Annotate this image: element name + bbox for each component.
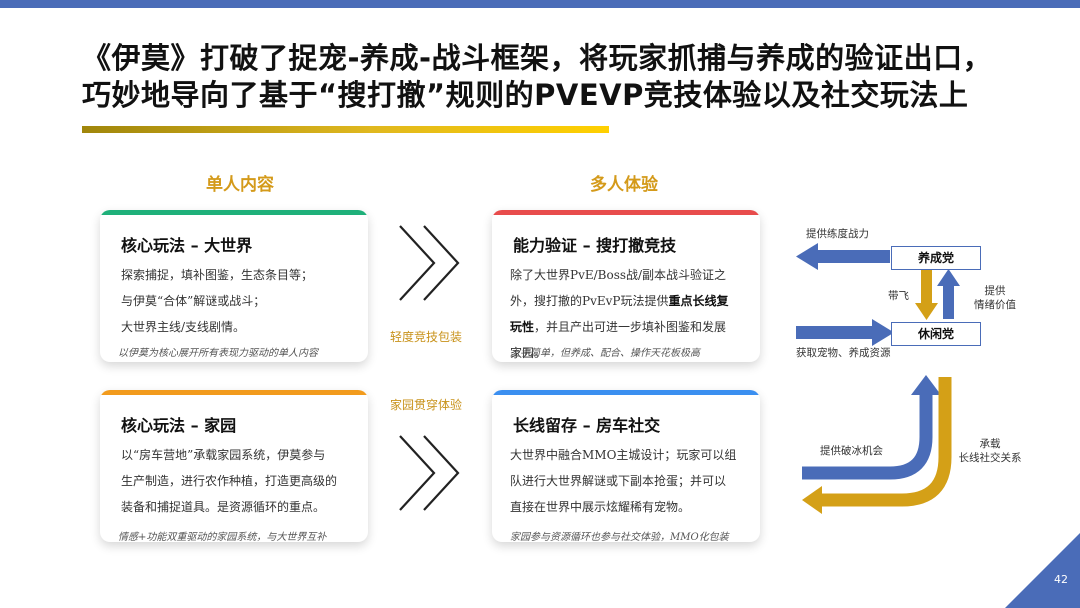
arrow-provide-power — [796, 243, 890, 270]
card-title: 能力验证 – 搜打撤竞技 — [513, 236, 677, 255]
label-emotion-line: 提供 — [984, 285, 1006, 297]
title-line-2: 巧妙地导向了基于“搜打撤”规则的PVEVP竞技体验以及社交玩法上 — [82, 78, 969, 112]
column-header-multi: 多人体验 — [590, 175, 658, 195]
card-text: 外，搜打撤的PvEvP玩法提供 — [510, 294, 669, 308]
label-emotion-line: 情绪价值 — [974, 299, 1016, 311]
card-line: 大世界中融合MMO主城设计；玩家可以组 — [510, 448, 737, 462]
label-icebreak: 提供破冰机会 — [820, 445, 883, 457]
card-core-home: 核心玩法 – 家园 以“房车营地”承载家园系统，伊莫参与 生产制造，进行农作种植… — [100, 390, 368, 542]
card-line: 与伊莫“合体”解谜或战斗； — [121, 294, 266, 308]
column-header-single: 单人内容 — [206, 175, 274, 195]
top-bar — [0, 0, 1080, 8]
card-note: 情感+功能双重驱动的家园系统，与大世界互补 — [118, 532, 327, 542]
mid-label-home-experience: 家园贯穿体验 — [390, 398, 463, 412]
card-line: 装备和捕捉道具。是资源循环的重点。 — [121, 500, 326, 514]
arrow-icebreak — [802, 375, 941, 480]
card-note: 以伊莫为核心展开所有表现力驱动的单人内容 — [118, 348, 318, 359]
card-line: 大世界主线/支线剧情。 — [121, 320, 246, 334]
card-stripe-orange — [100, 390, 368, 395]
card-stripe-blue — [492, 390, 760, 395]
title-underline — [82, 126, 609, 133]
card-body: 探索捕捉，填补图鉴，生态条目等； 与伊莫“合体”解谜或战斗； 大世界主线/支线剧… — [121, 262, 354, 340]
double-chevron-right-icon — [399, 225, 460, 301]
card-body: 大世界中融合MMO主城设计；玩家可以组 队进行大世界解谜或下副本抢蛋；并可以 直… — [510, 442, 746, 520]
card-line: 生产制造，进行农作种植，打造更高级的 — [121, 474, 338, 488]
double-chevron-right-icon — [399, 435, 460, 511]
card-highlight: 玩性 — [510, 320, 535, 334]
card-note: 家园参与资源循环也参与社交体验，MMO化包装 — [510, 532, 729, 542]
arrow-social — [802, 377, 952, 514]
card-title: 长线留存 – 房车社交 — [513, 416, 661, 435]
page-number: 42 — [1054, 573, 1068, 586]
card-ability: 能力验证 – 搜打撤竞技 除了大世界PvE/Boss战/副本战斗验证之 外，搜打… — [492, 210, 760, 362]
label-social-line: 承载 — [979, 438, 1001, 450]
box-casual-players: 休闲党 — [891, 322, 981, 346]
corner-decoration — [1005, 533, 1080, 608]
player-flow-diagram — [796, 243, 960, 514]
label-emotion: 提供 情绪价值 — [968, 284, 1022, 312]
card-stripe-green — [100, 210, 368, 215]
card-line: 探索捕捉，填补图鉴，生态条目等； — [121, 268, 314, 282]
card-title: 核心玩法 – 家园 — [121, 416, 237, 435]
label-social: 承载 长线社交关系 — [955, 437, 1025, 465]
arrow-emotion — [937, 269, 960, 319]
card-text: ，并且产出可进一步填补图鉴和发展 — [534, 320, 727, 334]
card-note: 上手简单，但养成、配合、操作天花板极高 — [510, 348, 700, 359]
arrow-obtain — [796, 319, 894, 346]
page-title: 《伊莫》打破了捉宠-养成-战斗框架，将玩家抓捕与养成的验证出口， 巧妙地导向了基… — [82, 40, 1072, 114]
card-highlight: 重点长线复 — [668, 294, 729, 308]
card-line: 队进行大世界解谜或下副本抢蛋；并可以 — [510, 474, 727, 488]
card-body: 以“房车营地”承载家园系统，伊莫参与 生产制造，进行农作种植，打造更高级的 装备… — [121, 442, 354, 520]
label-provide-power: 提供练度战力 — [806, 228, 869, 240]
box-nurture-players: 养成党 — [891, 246, 981, 270]
card-line: 家园。 — [510, 346, 547, 360]
mid-label-light-competition: 轻度竞技包装 — [390, 330, 463, 344]
label-obtain: 获取宠物、养成资源 — [796, 347, 891, 359]
label-social-line: 长线社交关系 — [958, 452, 1022, 464]
arrow-carry — [915, 270, 938, 320]
card-title: 核心玩法 – 大世界 — [121, 236, 253, 255]
title-line-1: 《伊莫》打破了捉宠-养成-战斗框架，将玩家抓捕与养成的验证出口， — [82, 41, 993, 75]
card-longterm: 长线留存 – 房车社交 大世界中融合MMO主城设计；玩家可以组 队进行大世界解谜… — [492, 390, 760, 542]
card-core-world: 核心玩法 – 大世界 探索捕捉，填补图鉴，生态条目等； 与伊莫“合体”解谜或战斗… — [100, 210, 368, 362]
card-line: 以“房车营地”承载家园系统，伊莫参与 — [121, 448, 326, 462]
card-body: 除了大世界PvE/Boss战/副本战斗验证之 外，搜打撤的PvEvP玩法提供重点… — [510, 262, 746, 360]
card-line: 直接在世界中展示炫耀稀有宠物。 — [510, 500, 691, 514]
card-line: 除了大世界PvE/Boss战/副本战斗验证之 — [510, 268, 727, 282]
label-carry: 带飞 — [888, 290, 909, 302]
card-line: 外，搜打撤的PvEvP玩法提供重点长线复 — [510, 288, 746, 314]
card-stripe-red — [492, 210, 760, 215]
card-line: 玩性，并且产出可进一步填补图鉴和发展 — [510, 314, 746, 340]
